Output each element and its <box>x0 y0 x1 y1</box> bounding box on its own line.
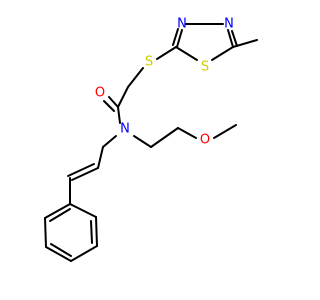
thiadiazole-ring <box>172 23 238 61</box>
atom-label-o: O <box>95 86 105 101</box>
bond-c2-s-thioether <box>156 46 177 60</box>
bond-ph-2 <box>95 216 98 247</box>
bond-n-ch2-a <box>133 135 152 148</box>
bond-o-methyl <box>213 124 237 139</box>
bond-co-double <box>103 100 115 112</box>
bond-ph-1 <box>69 203 97 218</box>
atom-label-s: S <box>201 60 209 75</box>
bond-ph-3 <box>70 245 98 262</box>
molecule-canvas: N N S S O N O <box>44 17 258 262</box>
atom-label-o: O <box>200 133 210 148</box>
bond-ch2-ch2 <box>150 127 179 148</box>
bond-c2-n3 <box>176 29 183 48</box>
bond-carbonyl-n <box>117 106 121 124</box>
bond-c5-s1 <box>211 46 234 61</box>
bond-ph-5 <box>44 217 47 248</box>
bond-vinyl-double-b <box>67 163 95 177</box>
bond-ph-4-inner <box>50 243 72 257</box>
bond-ph-2-inner <box>90 220 93 244</box>
bond-n-ch2-b <box>102 135 117 148</box>
bond-co <box>108 96 119 108</box>
bond-ph-6-inner <box>49 208 71 222</box>
bond-ph-4 <box>45 246 72 262</box>
molecule-structure: N N S S O N O <box>44 17 258 262</box>
atom-label-n: N <box>177 17 187 32</box>
atom-label-n: N <box>120 122 130 137</box>
bond-c2-n3-double <box>172 28 179 46</box>
bond-n4-c5-double <box>231 30 238 47</box>
bond-n4-c5 <box>227 29 234 48</box>
bond-ch2-vinyl <box>97 146 104 169</box>
bond-ch2-o <box>177 127 197 139</box>
bond-ph-6 <box>44 203 71 219</box>
atom-label-n: N <box>224 17 234 32</box>
benzene-ring <box>44 203 98 262</box>
bond-methyl <box>232 39 258 48</box>
atom-label-s: S <box>145 55 153 70</box>
bond-ch2-carbonyl-c <box>117 86 129 108</box>
bond-vinyl-double-a <box>71 167 99 181</box>
bond-s-ch2 <box>127 67 144 88</box>
bond-s1-c2 <box>175 46 198 61</box>
